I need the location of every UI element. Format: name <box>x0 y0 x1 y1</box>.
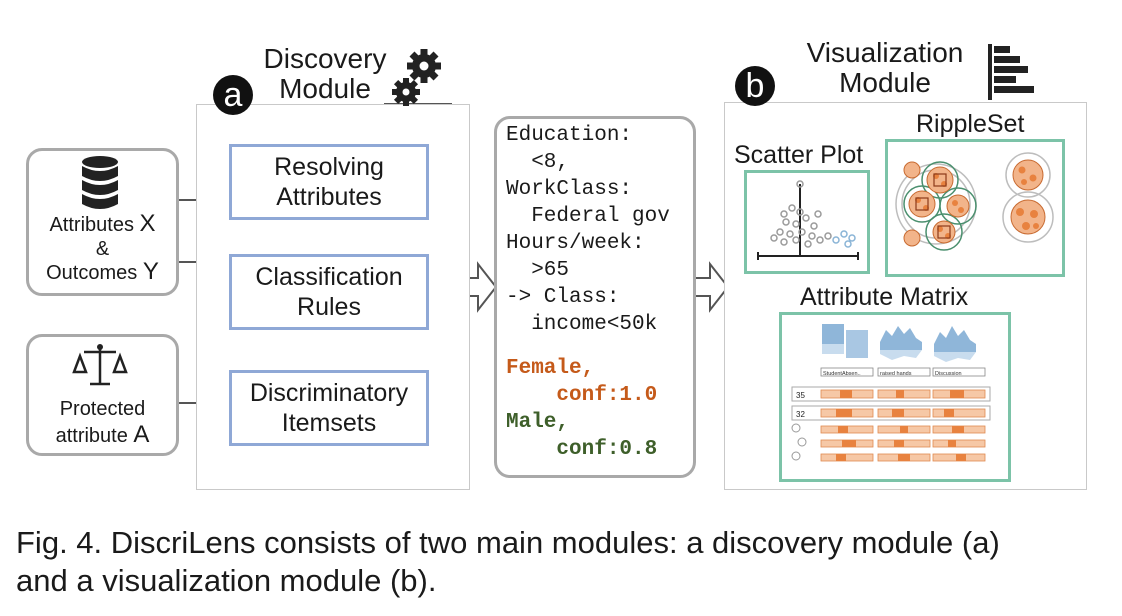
classification-rules-box: Classification Rules <box>229 254 429 330</box>
classification-line1: Classification <box>255 263 403 291</box>
female-label: Female, <box>506 357 595 380</box>
discriminatory-line1: Discriminatory <box>249 379 409 407</box>
rippleset-panel <box>885 139 1065 277</box>
outcomes-text: Outcomes <box>46 262 138 284</box>
attribute-matrix-title: Attribute Matrix <box>800 283 969 311</box>
discovery-badge: a <box>213 75 253 115</box>
protected-text: attribute <box>55 425 128 447</box>
rule-line: Federal gov <box>506 205 670 228</box>
attributes-text: Attributes <box>49 214 134 236</box>
protected-attribute-box <box>26 334 179 456</box>
protected-line1: Protected <box>59 398 146 420</box>
rule-line: Education: <box>506 124 633 147</box>
attributes-var: X <box>139 210 156 237</box>
outcomes-label: Outcomes Y <box>26 260 179 285</box>
discovery-title-line1: Discovery <box>263 43 387 74</box>
visualization-title: Visualization Module <box>800 38 970 98</box>
rule-text-block: Education: <8, WorkClass: Federal gov Ho… <box>506 122 670 463</box>
rule-line: income<50k <box>506 313 658 336</box>
resolving-attributes-box: Resolving Attributes <box>229 144 429 220</box>
scatter-plot-panel <box>744 170 870 274</box>
resolving-line1: Resolving <box>274 153 384 181</box>
figure-caption-line1: Fig. 4. DiscriLens consists of two main … <box>16 525 1000 560</box>
visualization-badge: b <box>735 66 775 106</box>
rule-line: WorkClass: <box>506 178 633 201</box>
discovery-title: Discovery Module <box>250 44 400 104</box>
male-label: Male, <box>506 411 570 434</box>
rule-line: Hours/week: <box>506 232 645 255</box>
discriminatory-line2: Itemsets <box>281 409 377 437</box>
protected-line2: attribute A <box>26 423 179 448</box>
outcomes-var: Y <box>142 258 159 285</box>
attribute-matrix-panel <box>779 312 1011 482</box>
classification-line2: Rules <box>297 293 361 321</box>
ampersand-label: & <box>95 238 110 260</box>
protected-var: A <box>133 421 150 448</box>
male-conf: conf:0.8 <box>506 438 658 461</box>
rule-line: >65 <box>506 259 570 282</box>
visualization-title-line2: Module <box>839 67 931 98</box>
visualization-title-line1: Visualization <box>806 37 964 68</box>
rule-line: -> Class: <box>506 286 620 309</box>
female-conf: conf:1.0 <box>506 384 658 407</box>
discovery-title-line2: Module <box>279 73 371 104</box>
discriminatory-itemsets-box: Discriminatory Itemsets <box>229 370 429 446</box>
rule-example-box <box>494 116 696 478</box>
resolving-line2: Attributes <box>276 183 382 211</box>
attributes-label: Attributes X <box>26 212 179 237</box>
rippleset-title: RippleSet <box>916 110 1025 138</box>
figure-caption-line2: and a visualization module (b). <box>16 563 437 598</box>
rule-line: <8, <box>506 151 570 174</box>
scatter-plot-title: Scatter Plot <box>734 141 864 169</box>
